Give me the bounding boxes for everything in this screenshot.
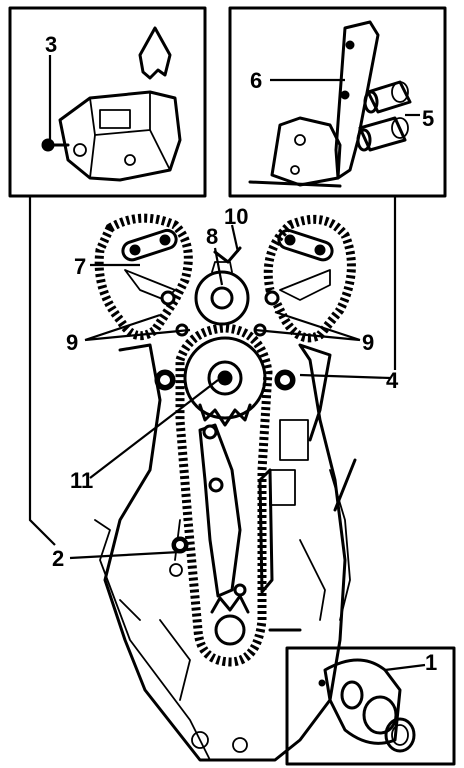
camshaft-chains <box>94 213 356 343</box>
inset-seal <box>285 646 456 766</box>
inset-guide <box>228 6 447 198</box>
callout-9-left: 9 <box>66 330 78 355</box>
callout-10: 10 <box>224 204 248 229</box>
callout-2: 2 <box>52 546 64 571</box>
crank-chain <box>175 323 273 667</box>
inset-tensioner-frame <box>8 6 207 198</box>
tensioner-body <box>58 90 182 182</box>
left-cam-guide <box>121 228 178 262</box>
clip-part <box>138 26 172 80</box>
engine-block <box>94 343 357 762</box>
crank-sprocket-teeth <box>210 594 250 614</box>
tensioner-bolt <box>41 138 55 152</box>
inset-connector-left <box>28 196 56 546</box>
guide-arm <box>334 20 380 180</box>
leader-9-right <box>254 310 361 342</box>
callout-8: 8 <box>206 224 218 249</box>
callout-9-right: 9 <box>362 330 374 355</box>
callout-11: 11 <box>70 468 93 493</box>
callout-labels: 3 6 5 7 8 10 9 9 4 11 2 1 <box>45 32 437 675</box>
callout-6: 6 <box>250 68 262 93</box>
seal-cylinders <box>356 80 412 152</box>
leader-8 <box>213 247 224 286</box>
leader-11 <box>89 379 219 479</box>
leader-2 <box>69 550 181 560</box>
callout-1: 1 <box>425 650 437 675</box>
right-cam-chain <box>263 214 356 343</box>
guide-plate <box>270 116 342 187</box>
leader-4 <box>299 373 391 380</box>
leader-1 <box>384 663 426 672</box>
idler-sprocket <box>194 246 250 326</box>
inset-tensioner <box>8 6 207 198</box>
chain-guide-rail <box>198 423 242 598</box>
callout-3: 3 <box>45 32 57 57</box>
leader-9-left <box>84 313 191 342</box>
callout-4: 4 <box>386 368 399 393</box>
right-cam-guide <box>277 228 334 262</box>
o-ring <box>384 717 416 753</box>
inset-seal-frame <box>285 646 456 766</box>
leader-lines <box>28 55 426 672</box>
callout-5: 5 <box>422 106 434 131</box>
main-chain <box>154 323 296 667</box>
callout-7: 7 <box>74 254 86 279</box>
leader-10 <box>230 224 240 253</box>
inset-guide-frame <box>228 6 447 198</box>
drive-sprocket <box>183 336 267 420</box>
